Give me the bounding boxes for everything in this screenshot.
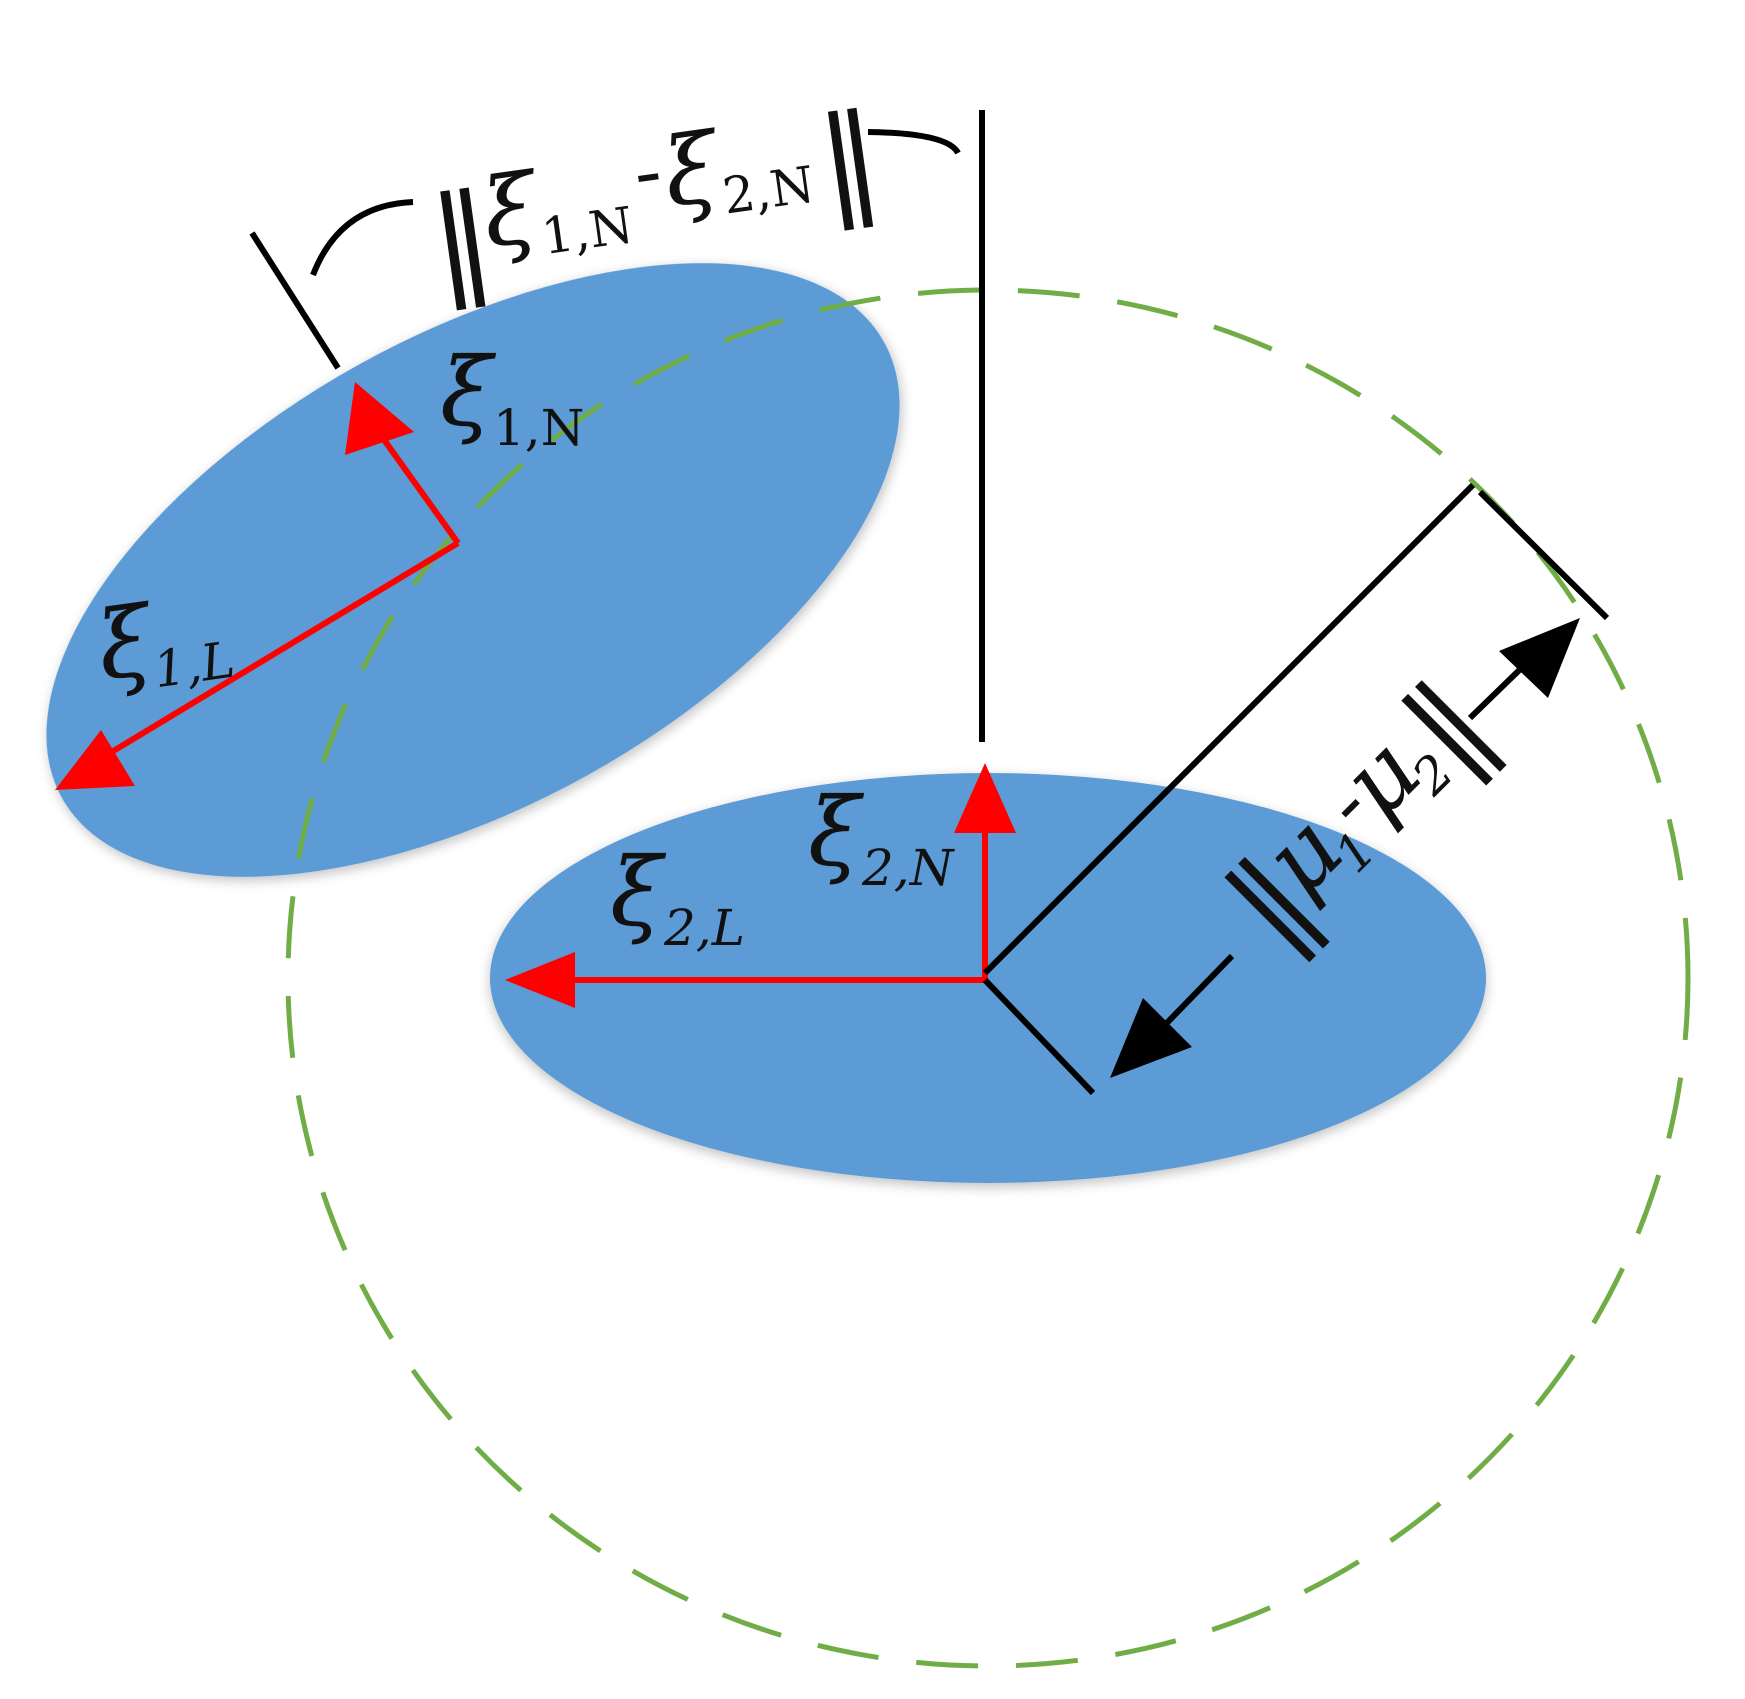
tick-left-xi-diff xyxy=(249,231,341,370)
label-xi-2-L: ξ 2,L xyxy=(610,838,745,957)
tick-upper-mu-diff xyxy=(1477,489,1610,621)
radius-line xyxy=(982,482,1476,976)
component-2-vectors xyxy=(505,763,1016,1008)
label-xi-1-N: ξ 1,N xyxy=(440,338,584,457)
bracket-left-xi-diff xyxy=(310,199,414,277)
tick-lower-mu-diff xyxy=(982,977,1096,1096)
svg-text:2,L: 2,L xyxy=(663,899,745,957)
label-xi-1-L: ξ 1,L xyxy=(91,586,238,703)
xi-2-N-arrowhead xyxy=(954,763,1016,833)
xi-1-L-vector xyxy=(93,540,460,765)
xi-1-N-vector xyxy=(374,428,461,545)
svg-text:1,N: 1,N xyxy=(538,196,637,266)
component-1-ellipse xyxy=(46,263,900,877)
svg-text:2,N: 2,N xyxy=(719,155,818,225)
xi-1-L-arrowhead xyxy=(55,730,135,790)
svg-text:ξ: ξ xyxy=(610,838,667,948)
svg-text:‖: ‖ xyxy=(810,87,889,233)
component-1-vectors xyxy=(55,382,461,790)
mu-diff-arrowhead-upper xyxy=(1499,618,1580,698)
separation-dashed-circle xyxy=(285,287,1691,1669)
mu-diff-arrowheads xyxy=(1110,618,1580,1078)
bracket-right-xi-diff xyxy=(867,129,961,155)
svg-text:ξ: ξ xyxy=(657,112,729,229)
xi-1-N-arrowhead xyxy=(345,382,414,455)
xi-2-L-arrowhead xyxy=(505,952,575,1008)
svg-text:ξ: ξ xyxy=(440,338,497,448)
mu-diff-arrowhead-lower xyxy=(1110,998,1192,1078)
mu-diff-arrow-lower-shaft xyxy=(1157,953,1235,1033)
measurement-lines xyxy=(249,110,1610,1096)
svg-text:ξ: ξ xyxy=(808,778,865,888)
svg-text:2,N: 2,N xyxy=(861,839,956,897)
label-xi-difference-norm: ‖ ξ 1,N - ξ 2,N ‖ xyxy=(422,87,889,313)
svg-text:1,L: 1,L xyxy=(150,631,238,700)
label-xi-2-N: ξ 2,N xyxy=(808,778,956,897)
svg-text:1,N: 1,N xyxy=(493,399,584,457)
